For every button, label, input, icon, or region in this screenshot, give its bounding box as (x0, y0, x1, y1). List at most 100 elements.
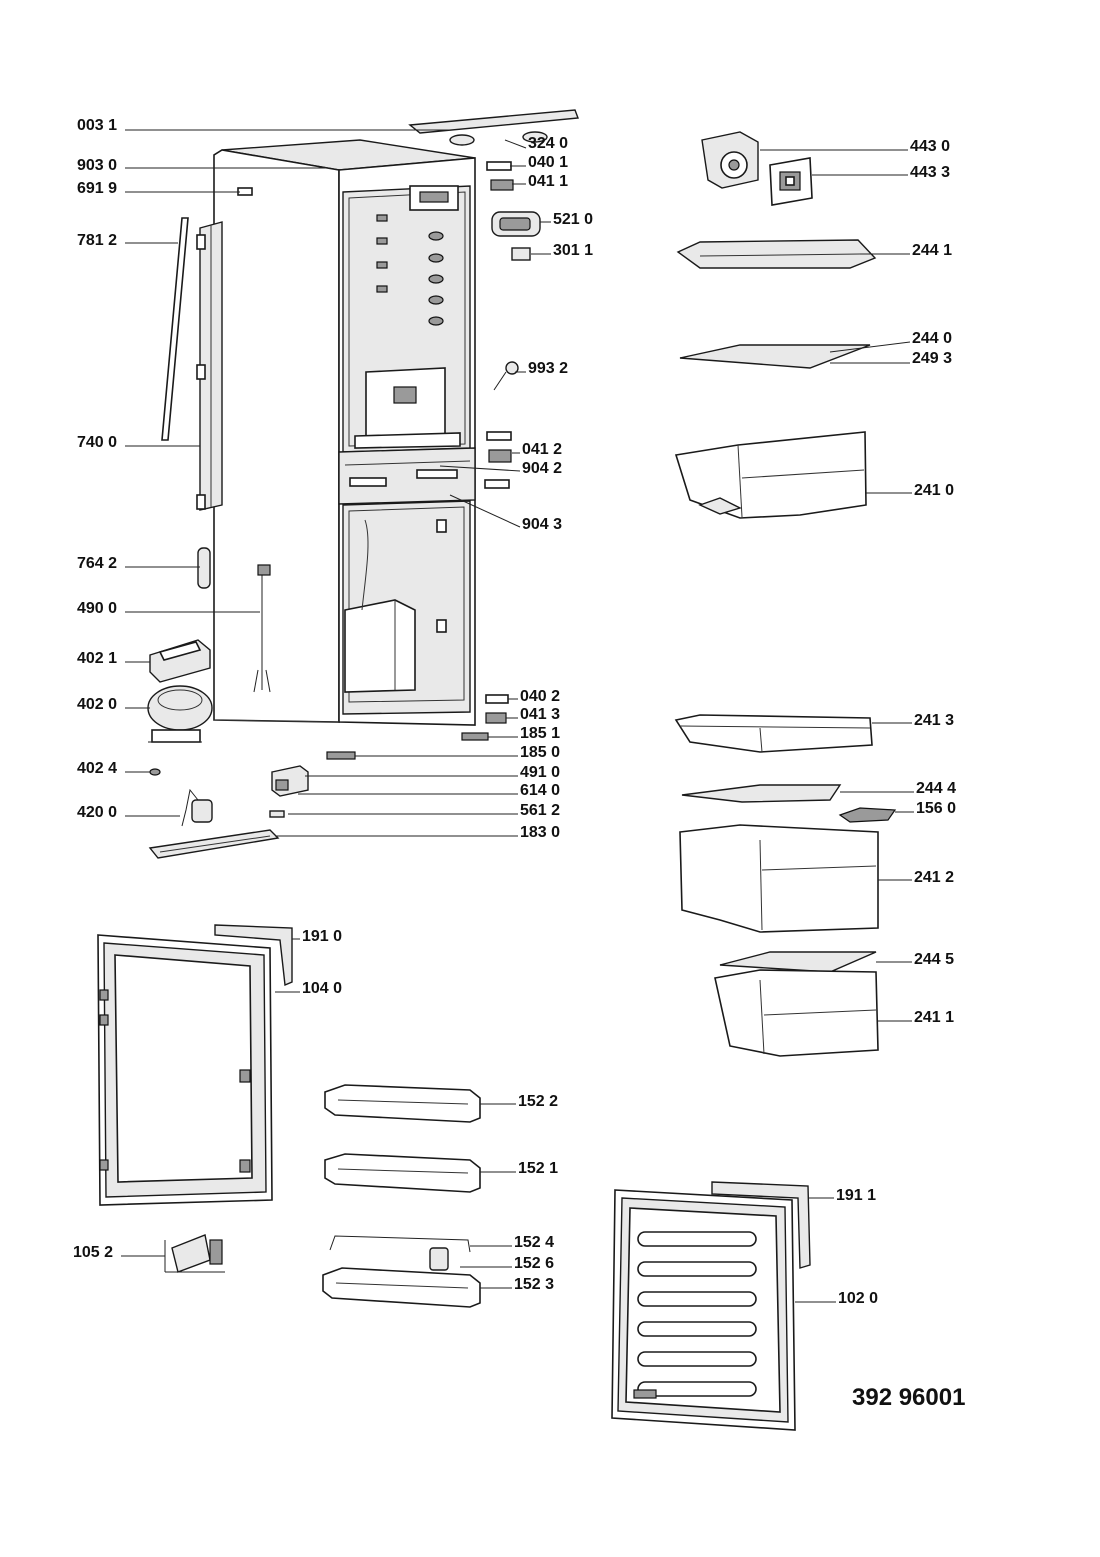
callout-c-7812: 781 2 (77, 232, 178, 249)
part-number-label: 443 0 (910, 138, 950, 155)
fan-cover-4433 (769, 157, 813, 206)
callout-c-1052: 105 2 (73, 1244, 165, 1261)
callout-c-1830: 183 0 (275, 824, 560, 841)
callout-c-2410: 241 0 (866, 482, 954, 499)
part-number-label: 764 2 (77, 555, 117, 572)
part-number-label: 490 0 (77, 600, 117, 617)
callout-c-4433: 443 3 (812, 164, 950, 181)
part-number-label: 152 3 (514, 1276, 554, 1293)
freezer-drawer-2412 (679, 824, 879, 933)
part-number-label: 443 3 (910, 164, 950, 181)
leader-line (449, 494, 521, 528)
part-number-label: 244 4 (916, 780, 956, 797)
part-number-label: 185 1 (520, 725, 560, 742)
callout-c-4024: 402 4 (77, 760, 150, 777)
part-number-label: 244 5 (914, 951, 954, 968)
part-number-label: 041 3 (520, 706, 560, 723)
glass-plate-2445 (719, 951, 877, 973)
callout-c-4020: 402 0 (77, 696, 150, 713)
callout-c-4021: 402 1 (77, 650, 150, 667)
callout-c-1521: 152 1 (480, 1160, 558, 1177)
callout-c-1911: 191 1 (808, 1187, 876, 1204)
part-number-label: 402 1 (77, 650, 117, 667)
part-number-label: 191 1 (836, 1187, 876, 1204)
part-number-label: 420 0 (77, 804, 117, 821)
callout-c-0413: 041 3 (506, 706, 560, 723)
callout-c-9043: 904 3 (449, 494, 562, 533)
leader-line (504, 139, 527, 149)
catalog-code: 392 96001 (852, 1384, 965, 1411)
callout-c-0401: 040 1 (510, 154, 568, 171)
balcony-1522 (324, 1084, 481, 1123)
part-number-label: 040 1 (528, 154, 568, 171)
fridge-cabinet (213, 139, 476, 726)
base-rail-1830 (148, 829, 280, 859)
part-number-label: 249 3 (912, 350, 952, 367)
callout-c-4900: 490 0 (77, 600, 260, 617)
wiring-4900 (253, 564, 271, 693)
bottle-stop-1526 (429, 1247, 449, 1271)
part-number-label: 301 1 (553, 242, 593, 259)
part-number-label: 614 0 (520, 782, 560, 799)
part-number-label: 041 2 (522, 441, 562, 458)
part-number-label: 691 9 (77, 180, 117, 197)
callout-c-2441: 244 1 (860, 242, 952, 259)
fridge-door-1040 (97, 934, 273, 1206)
part-number-label: 041 1 (528, 173, 568, 190)
fan-assembly-4430 (701, 131, 759, 189)
balcony-1521 (324, 1153, 481, 1193)
callout-c-0411: 041 1 (512, 173, 568, 190)
hinges-mid (484, 431, 512, 489)
callout-c-1040: 104 0 (275, 980, 342, 997)
callout-c-4910: 491 0 (305, 764, 560, 781)
shelf-supports (376, 214, 444, 326)
callout-c-1850: 185 0 (355, 744, 560, 761)
callout-c-1524: 152 4 (470, 1234, 554, 1251)
drain-tube-7812 (161, 217, 189, 441)
part-number-label: 903 0 (77, 157, 117, 174)
part-number-label: 244 0 (912, 330, 952, 347)
callout-c-4430: 443 0 (760, 138, 950, 155)
leader-line (829, 341, 911, 353)
part-number-label: 241 0 (914, 482, 954, 499)
callout-c-9030: 903 0 (77, 157, 330, 174)
callout-c-7642: 764 2 (77, 555, 200, 572)
leader-line (439, 465, 521, 472)
callout-c-1526: 152 6 (460, 1255, 554, 1272)
hinges-top (486, 161, 514, 191)
part-number-label: 904 3 (522, 516, 562, 533)
part-number-label: 491 0 (520, 764, 560, 781)
callout-c-2413: 241 3 (872, 712, 954, 729)
callout-c-7400: 740 0 (77, 434, 200, 451)
door-gasket-1910 (214, 924, 293, 987)
drier-7642 (197, 547, 211, 589)
callout-c-3240: 324 0 (504, 135, 568, 152)
part-number-label: 241 2 (914, 869, 954, 886)
part-number-label: 993 2 (528, 360, 568, 377)
callout-c-0412: 041 2 (512, 441, 562, 458)
callout-c-5612: 561 2 (288, 802, 560, 819)
part-number-label: 191 0 (302, 928, 342, 945)
part-number-label: 241 1 (914, 1009, 954, 1026)
callout-c-3011: 301 1 (531, 242, 593, 259)
thermostat-5210 (491, 211, 541, 261)
part-number-label: 105 2 (73, 1244, 113, 1261)
bottle-rail-1524 (329, 1235, 471, 1253)
callout-c-9932: 993 2 (515, 360, 568, 377)
part-number-label: 152 1 (518, 1160, 558, 1177)
callout-c-5210: 521 0 (540, 211, 593, 228)
callout-c-2412: 241 2 (878, 869, 954, 886)
callout-c-2445: 244 5 (876, 951, 954, 968)
part-number-label: 152 6 (514, 1255, 554, 1272)
hinge-plate-1052 (164, 1234, 225, 1273)
part-number-label: 003 1 (77, 117, 117, 134)
callout-c-0402: 040 2 (508, 688, 560, 705)
part-number-label: 102 0 (838, 1290, 878, 1307)
crisper-2410 (674, 431, 867, 519)
callout-c-1523: 152 3 (480, 1276, 554, 1293)
callout-c-2493: 249 3 (830, 350, 952, 367)
part-number-label: 402 4 (77, 760, 117, 777)
callout-c-4200: 420 0 (77, 804, 180, 821)
callout-c-1020: 102 0 (795, 1290, 878, 1307)
part-number-label: 244 1 (912, 242, 952, 259)
